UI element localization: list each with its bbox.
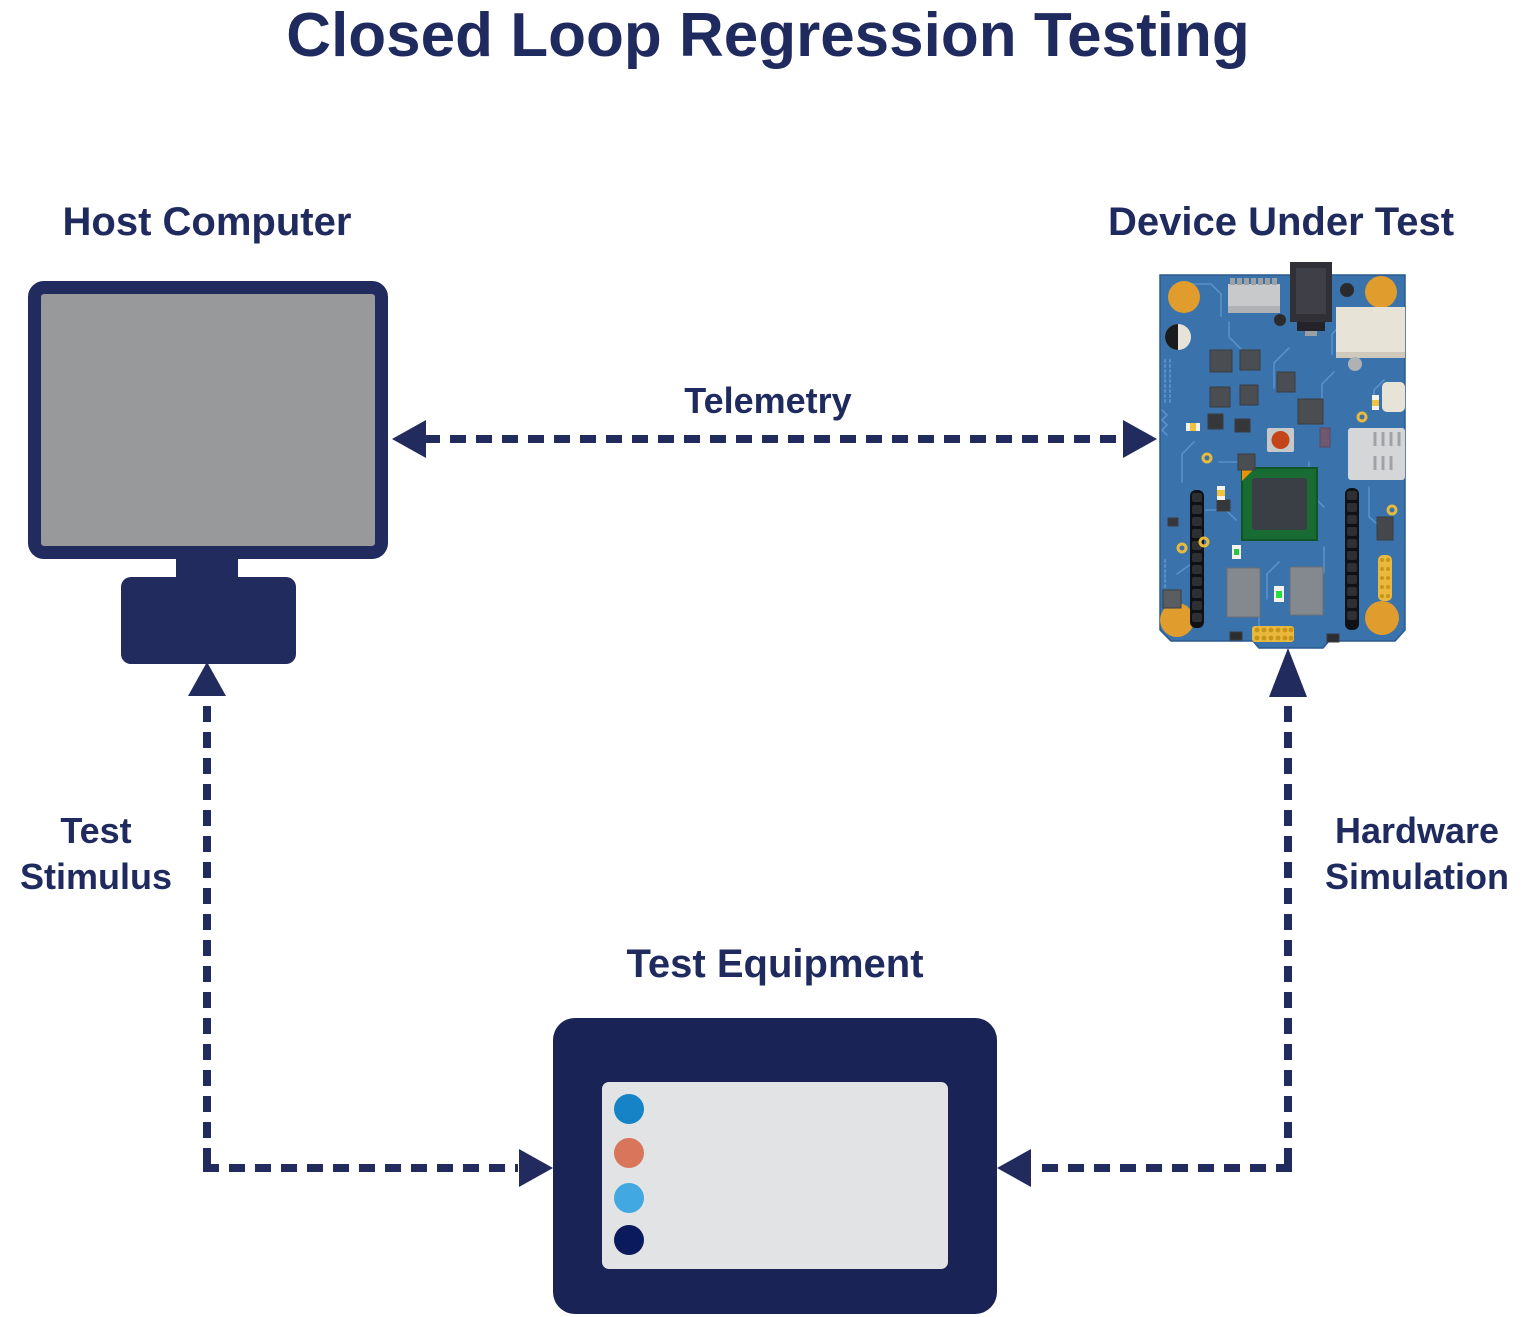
status-led — [614, 1183, 644, 1213]
pcb-gold-strip — [1378, 555, 1392, 601]
monitor-icon — [28, 281, 388, 559]
pcb-ram-chip — [1289, 566, 1324, 616]
test-stimulus-arrow-label: Test Stimulus — [19, 810, 172, 898]
pcb-mount-holes — [1160, 276, 1399, 637]
pcb-gold-header — [1252, 626, 1294, 642]
test-stimulus-arrowhead-up — [188, 662, 226, 696]
pcb-micro-usb — [1382, 382, 1405, 412]
pcb-header-right — [1345, 488, 1359, 630]
page-title: Closed Loop Regression Testing — [286, 1, 1250, 70]
pcb-round-cap — [1165, 324, 1191, 350]
pcb-small-chips — [1162, 349, 1394, 643]
hardware-simulation-arrow-label: Hardware Simulation — [1324, 810, 1509, 898]
status-led — [614, 1225, 644, 1255]
pcb-reset-button — [1267, 428, 1294, 452]
pcb-ethernet-port — [1348, 428, 1405, 480]
status-led — [614, 1094, 644, 1124]
status-led — [614, 1138, 644, 1168]
test-stimulus-arrowhead-right — [519, 1149, 553, 1187]
monitor-base — [121, 577, 296, 664]
device-under-test-label: Device Under Test — [1107, 200, 1455, 244]
telemetry-arrowhead-right — [1123, 420, 1157, 458]
hardware-simulation-arrowhead-left — [997, 1149, 1031, 1187]
hardware-simulation-arrowhead-up — [1269, 648, 1307, 697]
pcb-transistor — [1340, 283, 1354, 297]
pcb-capacitors — [1186, 395, 1379, 500]
pcb-header-left — [1190, 490, 1204, 628]
test-equipment-leds — [614, 1094, 644, 1255]
circuit-board-icon — [1159, 262, 1406, 649]
pcb-barrel-jack — [1290, 262, 1332, 336]
pcb-leds — [1232, 545, 1284, 602]
test-equipment-label: Test Equipment — [626, 942, 924, 986]
test-equipment-screen — [602, 1082, 948, 1269]
pcb-vias — [1176, 411, 1398, 554]
pcb-usb-port — [1336, 307, 1405, 371]
pcb-traces — [1161, 283, 1385, 635]
host-computer-label: Host Computer — [62, 200, 352, 244]
telemetry-arrowhead-left — [392, 420, 426, 458]
pcb-comb-connector — [1228, 278, 1280, 313]
pcb-soc-chip — [1241, 467, 1318, 541]
telemetry-arrow-label: Telemetry — [684, 380, 852, 421]
pcb-ram-chip — [1226, 567, 1261, 618]
pcb-transistor — [1274, 314, 1286, 326]
